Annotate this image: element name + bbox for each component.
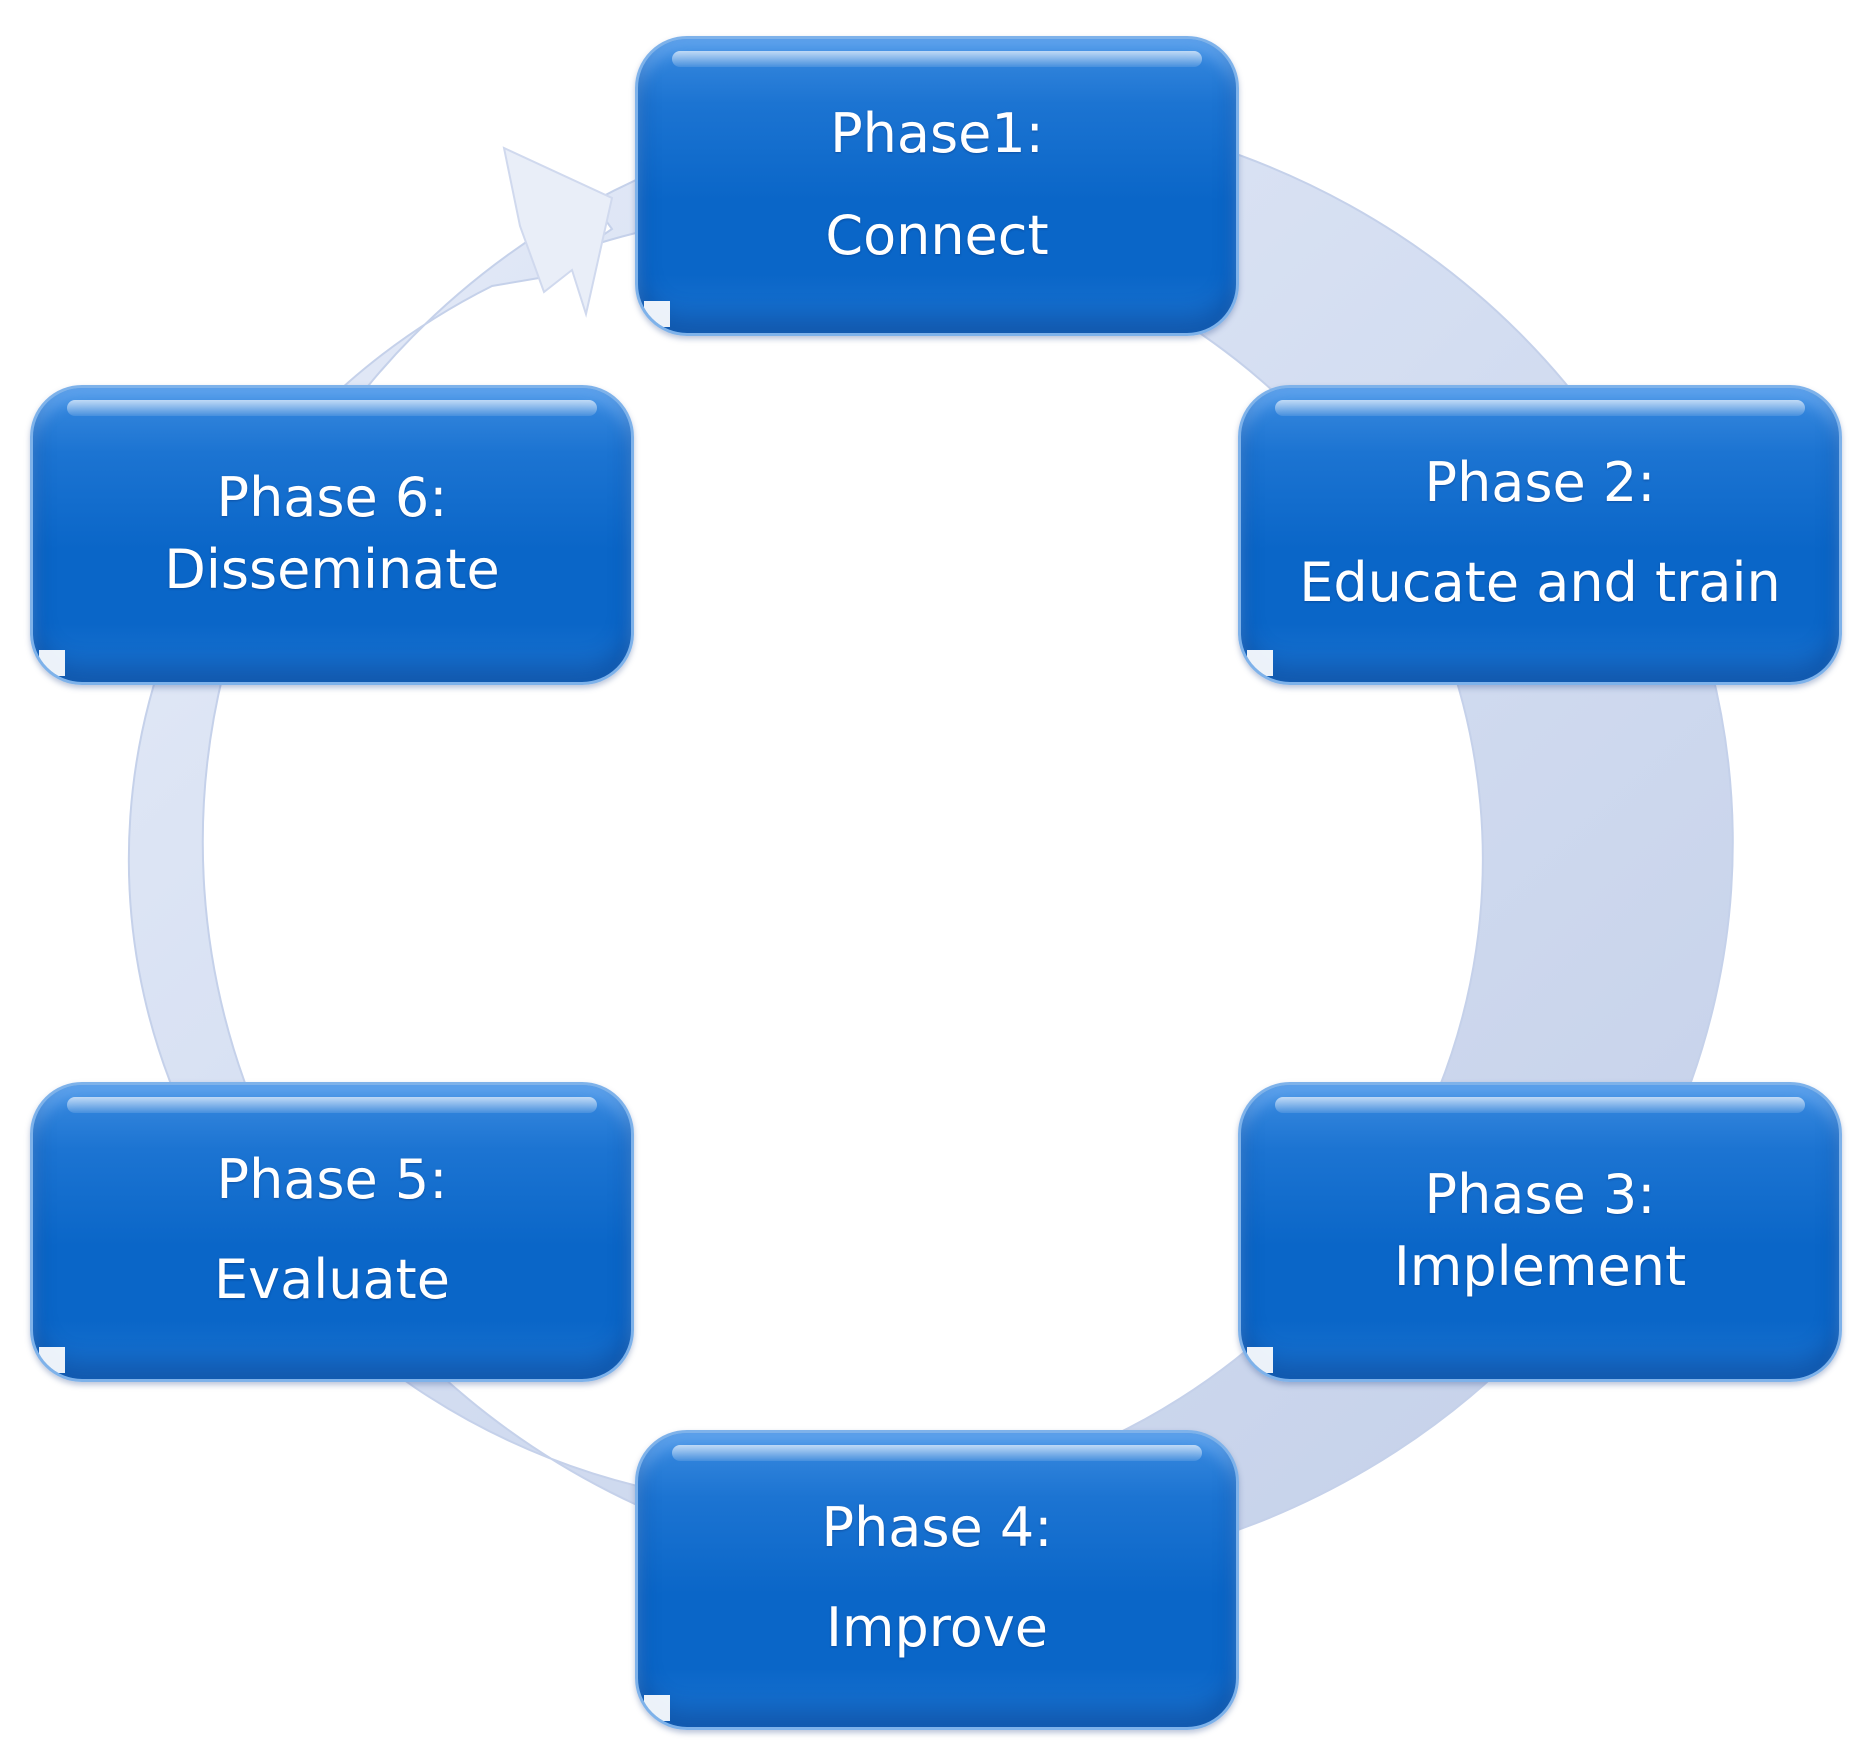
- phase-3-title: Phase 3:: [1424, 1163, 1656, 1226]
- phase-6-title: Phase 6:: [216, 466, 448, 529]
- phase-3-box: Phase 3: Implement: [1238, 1082, 1842, 1382]
- phase-2-box: Phase 2: Educate and train: [1238, 385, 1842, 685]
- phase-1-box: Phase1: Connect: [635, 36, 1239, 336]
- phase-2-name: Educate and train: [1299, 551, 1781, 614]
- phase-3-name: Implement: [1393, 1235, 1687, 1298]
- phase-4-box: Phase 4: Improve: [635, 1430, 1239, 1730]
- phase-5-title: Phase 5:: [216, 1148, 448, 1211]
- phase-5-name: Evaluate: [214, 1248, 450, 1311]
- phase-6-name: Disseminate: [164, 538, 500, 601]
- phase-2-title: Phase 2:: [1424, 451, 1656, 514]
- cycle-arrow-head: [502, 146, 614, 318]
- phase-4-name: Improve: [825, 1596, 1049, 1659]
- phase-1-name: Connect: [825, 204, 1049, 267]
- phase-1-title: Phase1:: [830, 102, 1044, 165]
- phase-5-box: Phase 5: Evaluate: [30, 1082, 634, 1382]
- phase-6-box: Phase 6: Disseminate: [30, 385, 634, 685]
- phase-4-title: Phase 4:: [821, 1496, 1053, 1559]
